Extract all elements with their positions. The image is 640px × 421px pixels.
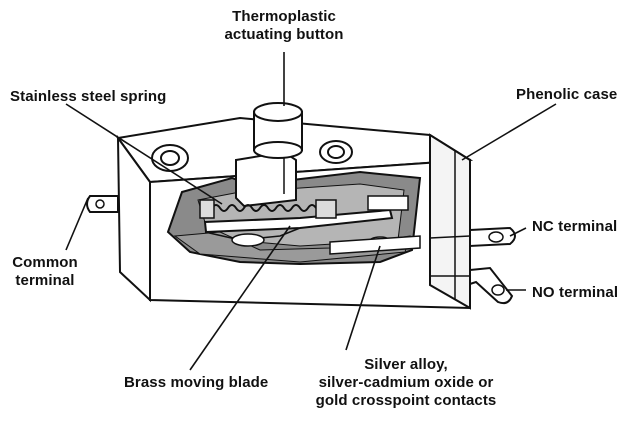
nc-terminal-tab (429, 226, 516, 248)
actuating-button (235, 102, 303, 208)
label-phenolic-case: Phenolic case (516, 86, 618, 103)
leader-nc (509, 227, 527, 237)
crosspoint-contacts (231, 195, 421, 255)
leader-case (461, 103, 557, 161)
label-stainless-steel-spring: Stainless steel spring (10, 88, 167, 105)
leader-common (65, 197, 89, 251)
label-nc-terminal: NC terminal (532, 218, 618, 235)
stainless-steel-spring (199, 199, 337, 219)
label-common-terminal: Common terminal (12, 254, 78, 289)
label-contacts: Silver alloy, silver-cadmium oxide or go… (315, 356, 497, 409)
common-terminal-tab (86, 195, 119, 213)
no-terminal-tab (430, 266, 514, 305)
label-actuating-button: Thermoplastic actuating button (210, 8, 358, 44)
label-actuating-button-line2: actuating button (224, 26, 344, 43)
leader-blade (189, 225, 291, 371)
mounting-hole-right (319, 140, 353, 164)
label-brass-moving-blade: Brass moving blade (124, 374, 269, 391)
leader-contacts (345, 245, 381, 351)
label-actuating-button-line1: Thermoplastic (232, 8, 336, 25)
mounting-hole-left (151, 144, 189, 172)
label-no-terminal: NO terminal (532, 284, 619, 301)
leader-spring (65, 103, 223, 205)
leader-lines (65, 52, 557, 371)
